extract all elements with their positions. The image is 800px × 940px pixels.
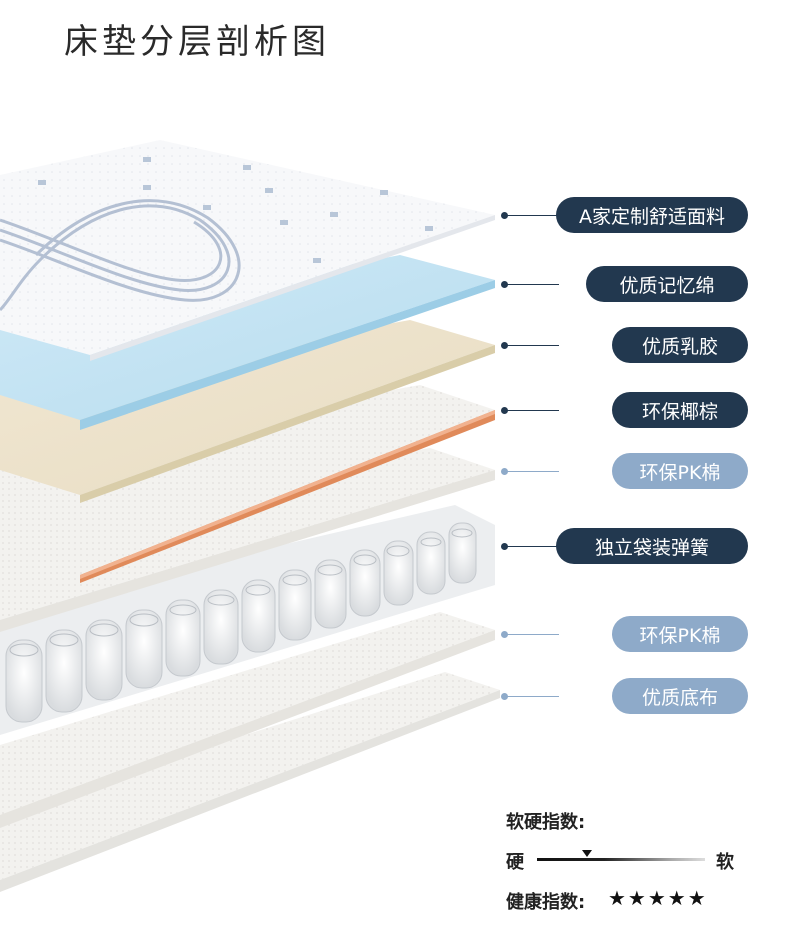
pk-cotton-upper-layer <box>0 448 495 632</box>
health-stars-icon: ★★★★★ <box>608 886 708 910</box>
top-fabric-layer <box>0 140 495 361</box>
connector-line <box>501 342 559 349</box>
layer-label-top-fabric: A家定制舒适面料 <box>556 197 748 233</box>
connector-dot <box>501 693 508 700</box>
connector-dot <box>501 281 508 288</box>
pk-cotton-lower-layer <box>0 612 495 828</box>
connector-line <box>501 631 559 638</box>
layer-label-coconut-coir: 环保椰棕 <box>612 392 748 428</box>
health-title: 健康指数: <box>506 892 586 913</box>
coconut-coir-layer <box>0 385 495 583</box>
connector-line <box>501 468 559 475</box>
connector-line <box>501 212 559 219</box>
layer-label-pocket-springs: 独立袋装弹簧 <box>556 528 748 564</box>
latex-layer <box>0 320 495 503</box>
connector-line <box>501 693 559 700</box>
connector-line <box>501 543 559 550</box>
connector-dot <box>501 468 508 475</box>
firmness-hard-label: 硬 <box>506 852 524 873</box>
connector-line <box>501 281 559 288</box>
connector-dot <box>501 342 508 349</box>
firmness-title: 软硬指数: <box>506 812 586 833</box>
memory-foam-layer <box>0 255 495 430</box>
layer-label-bottom-fabric: 优质底布 <box>612 678 748 714</box>
connector-dot <box>501 631 508 638</box>
layer-label-latex: 优质乳胶 <box>612 327 748 363</box>
pocket-spring-layer <box>0 505 495 735</box>
connector-dot <box>501 407 508 414</box>
layer-label-pk-cotton-lower: 环保PK棉 <box>612 616 748 652</box>
firmness-marker <box>582 850 593 857</box>
connector-dot <box>501 543 508 550</box>
layer-label-pk-cotton-upper: 环保PK棉 <box>612 453 748 489</box>
connector-line <box>501 407 559 414</box>
bottom-fabric-layer <box>0 672 500 892</box>
firmness-scale-bar <box>537 850 705 861</box>
connector-dot <box>501 212 508 219</box>
firmness-soft-label: 软 <box>716 852 734 873</box>
layer-label-memory-foam: 优质记忆绵 <box>586 266 748 302</box>
page-title: 床垫分层剖析图 <box>64 22 330 62</box>
